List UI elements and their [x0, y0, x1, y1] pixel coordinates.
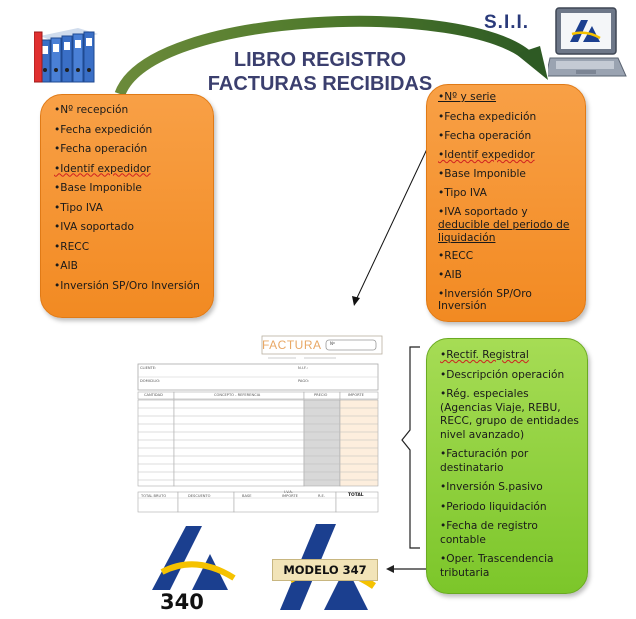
list-item: •Oper. Trascendencia tributaria	[440, 553, 554, 579]
list-item: •IVA soportado	[54, 221, 134, 233]
aeat-logo-icon	[152, 526, 236, 590]
list-item: •Identif expedidor	[54, 162, 151, 175]
page-title: LIBRO REGISTRO FACTURAS RECIBIDAS	[190, 48, 450, 96]
list-item: •Facturación por destinatario	[440, 448, 529, 474]
list-item: •Periodo liquidación	[440, 500, 547, 513]
list-item: •Fecha de registro contable	[440, 520, 538, 546]
list-item: •Inversión SP/Oro Inversión	[54, 279, 200, 292]
modelo-347-badge: MODELO 347	[272, 559, 378, 581]
right-orange-box	[426, 84, 586, 322]
list-item: •RECC	[54, 240, 90, 253]
list-item: •Rectif. Registral	[440, 349, 529, 361]
list-item: •Nº recepción	[54, 104, 129, 116]
list-item: •Nº y serie	[438, 91, 497, 103]
sii-label: S.I.I.	[484, 12, 530, 33]
list-item: •Descripción operación	[440, 368, 565, 381]
list-item: •Tipo IVA	[438, 187, 487, 199]
list-item: •AIB	[438, 269, 462, 281]
title-line-2: FACTURAS RECIBIDAS	[207, 73, 433, 95]
green-field-list: •Rectif. Registral •Descripción operació…	[440, 349, 582, 580]
list-item: •IVA soportado y deducible del periodo d…	[438, 206, 578, 250]
list-item: •Inversión S.pasivo	[440, 481, 543, 493]
factura-title: FACTURA	[262, 338, 322, 352]
list-item: •AIB	[54, 260, 78, 272]
list-item: •Rég. especiales (Agencias Viaje, REBU, …	[440, 388, 579, 441]
list-item: •Base Imponible	[438, 168, 526, 180]
list-item-part: •IVA soportado y	[438, 206, 528, 218]
laptop-icon	[548, 7, 627, 77]
title-line-1: LIBRO REGISTRO	[233, 49, 407, 71]
list-item: •Base Imponible	[54, 182, 142, 194]
list-item: •RECC	[438, 250, 474, 262]
list-item: •Tipo IVA	[54, 201, 103, 214]
modelo-347-label: MODELO 347	[283, 563, 367, 577]
left-orange-box	[40, 94, 214, 318]
list-item: •Fecha expedición	[438, 111, 537, 123]
list-item: •Identif expedidor	[438, 149, 535, 161]
list-item: •Fecha expedición	[54, 123, 153, 136]
factura-form	[137, 335, 383, 513]
left-field-list: •Nº recepción •Fecha expedición •Fecha o…	[54, 104, 206, 292]
binders-icon	[34, 28, 98, 83]
right-field-list: •Nº y serie •Fecha expedición •Fecha ope…	[438, 91, 578, 312]
green-box	[426, 338, 588, 594]
list-item-part: deducible del periodo de liquidación	[438, 219, 570, 244]
modelo-340-label: 340	[160, 590, 204, 614]
factura-number-label: Nº	[330, 341, 335, 346]
list-item: •Fecha operación	[438, 130, 532, 142]
list-item: •Fecha operación	[54, 143, 148, 155]
list-item: •Inversión SP/Oro Inversión	[438, 288, 532, 312]
